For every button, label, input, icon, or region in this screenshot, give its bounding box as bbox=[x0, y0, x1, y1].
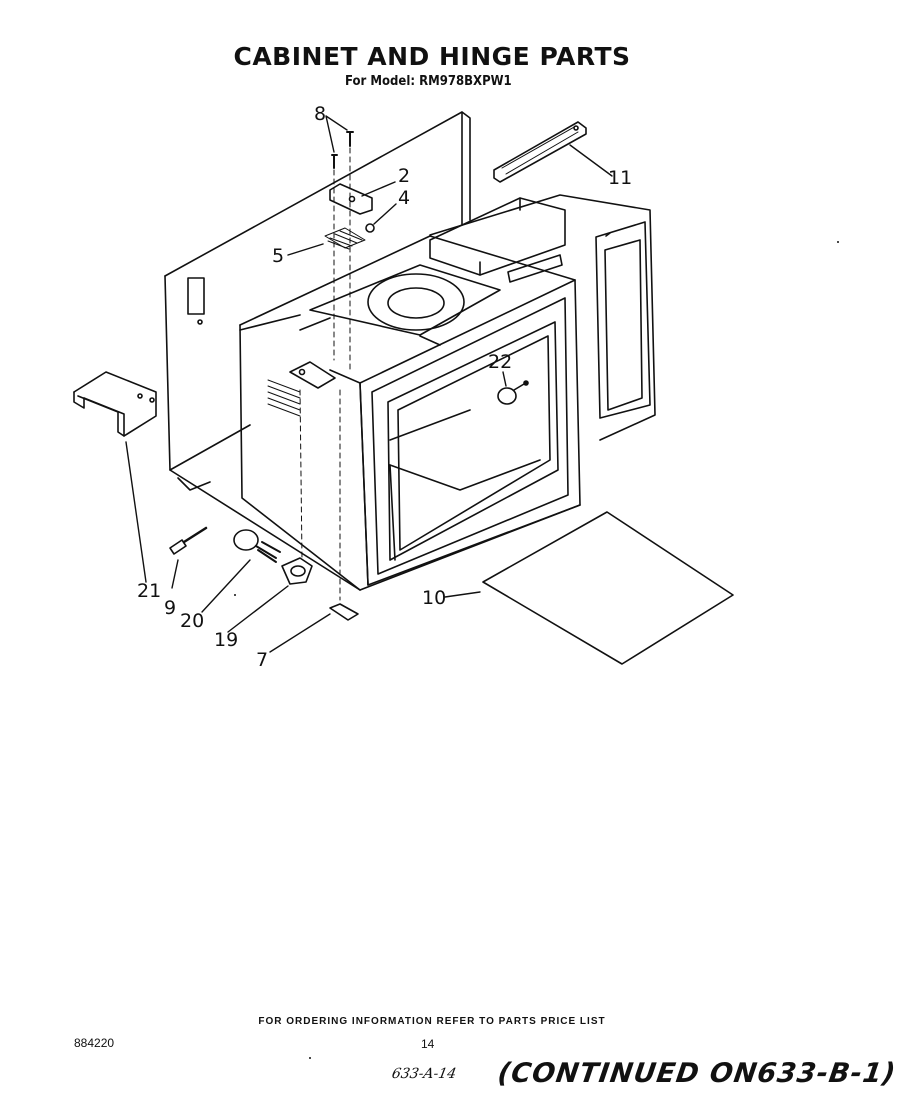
oven-cavity bbox=[239, 235, 581, 591]
continued-note: (CONTINUED ON633-B-1) bbox=[495, 1058, 898, 1089]
side-vent bbox=[267, 379, 301, 417]
part-11-rail bbox=[493, 121, 587, 183]
model-subtitle: For Model: RM978BXPW1 bbox=[345, 74, 512, 89]
handwritten-reference: 633-A-14 bbox=[390, 1066, 458, 1082]
page-title: CABINET AND HINGE PARTS bbox=[233, 42, 631, 71]
callout-19: 19 bbox=[214, 629, 238, 651]
callout-22: 22 bbox=[488, 351, 512, 373]
document-number: 884220 bbox=[74, 1036, 115, 1050]
callout-8: 8 bbox=[314, 103, 326, 125]
callout-11: 11 bbox=[608, 167, 632, 189]
callout-21: 21 bbox=[137, 580, 161, 602]
callout-7: 7 bbox=[256, 649, 268, 671]
callout-20: 20 bbox=[180, 610, 204, 632]
lower-hinge bbox=[289, 361, 359, 621]
callout-5: 5 bbox=[272, 245, 284, 267]
callout-9: 9 bbox=[164, 597, 176, 619]
small-parts bbox=[169, 526, 313, 585]
callout-4: 4 bbox=[398, 187, 410, 209]
callout-2: 2 bbox=[398, 165, 410, 187]
part-22-knob bbox=[497, 380, 529, 405]
top-component-box bbox=[429, 197, 566, 283]
hinge-assembly bbox=[324, 131, 375, 371]
page-number: 14 bbox=[421, 1037, 435, 1051]
outer-cabinet bbox=[164, 111, 656, 591]
callout-leaders bbox=[125, 115, 613, 653]
front-frame bbox=[329, 279, 581, 586]
part-10-panel bbox=[482, 511, 734, 665]
exploded-parts-diagram: 8 2 4 5 11 22 21 9 20 19 7 10 bbox=[73, 103, 839, 1059]
callout-10: 10 bbox=[422, 587, 446, 609]
part-21-bracket bbox=[73, 371, 157, 437]
ordering-note: FOR ORDERING INFORMATION REFER TO PARTS … bbox=[258, 1016, 606, 1027]
